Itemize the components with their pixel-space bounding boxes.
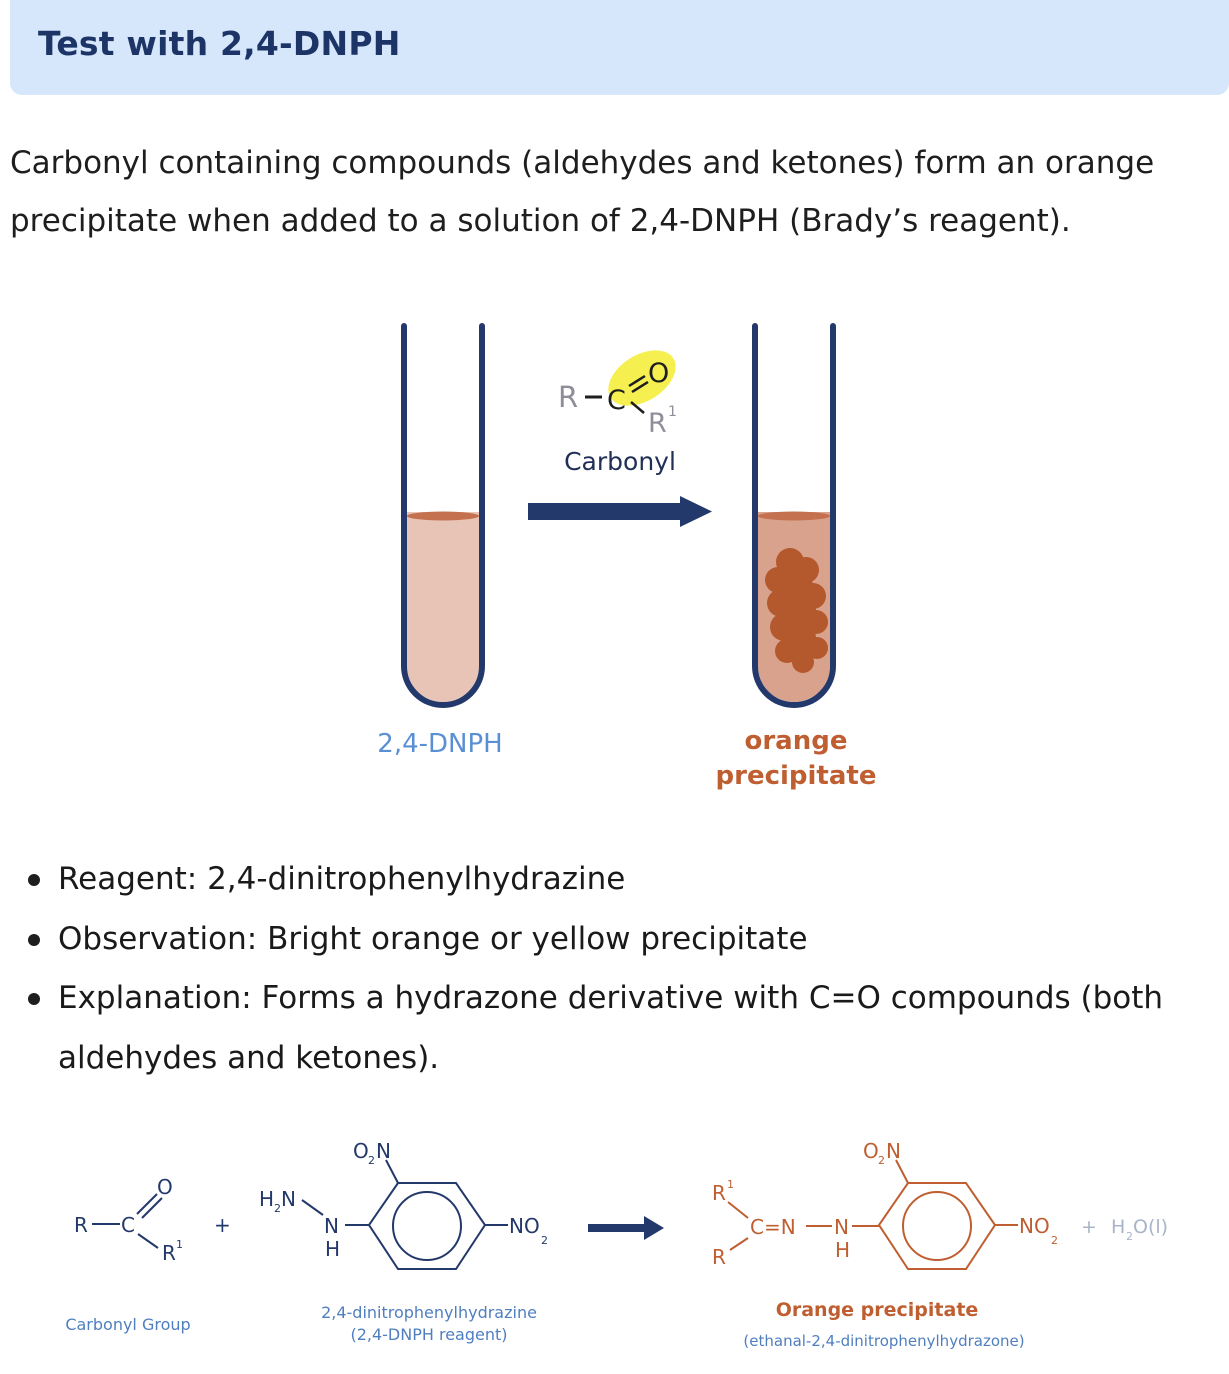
precipitate (765, 548, 828, 673)
formula-o: O (648, 358, 669, 389)
carbonyl-structure: R C O R 1 (74, 1175, 183, 1265)
section-header: Test with 2,4-DNPH (10, 0, 1229, 95)
dnph-nh-h: H (325, 1237, 340, 1261)
dnph-no2-sub: 2 (541, 1234, 548, 1247)
formula-r: R (558, 380, 578, 414)
formula-bond-cr1 (630, 401, 645, 414)
reagent-liquid (407, 512, 479, 702)
dnph-o2n-o: O (353, 1139, 369, 1163)
byproduct-plus: + (1081, 1216, 1097, 1238)
arrow-carbonyl-formula: R C O R 1 (558, 350, 677, 439)
formula-double-bond-b (631, 380, 649, 394)
product-o2n-sub: 2 (878, 1154, 885, 1167)
reagent-tube-glass (401, 323, 485, 708)
carbonyl-c: C (121, 1213, 135, 1237)
reaction-arrow (528, 496, 712, 527)
scheme-arrow (588, 1216, 664, 1240)
dnph-h2n-h: H (259, 1187, 274, 1211)
dnph-o2n-n: N (376, 1139, 391, 1163)
list-item: Explanation: Forms a hydrazone derivativ… (22, 969, 1212, 1088)
product-no2: NO (1019, 1214, 1050, 1238)
byproduct-sub: 2 (1126, 1230, 1133, 1243)
plus-sign: + (214, 1213, 231, 1237)
arrow-caption: Carbonyl (564, 447, 676, 476)
product-o2n-n: N (886, 1139, 901, 1163)
intro-paragraph: Carbonyl containing compounds (aldehydes… (10, 145, 1155, 239)
product-o2n-o: O (863, 1139, 879, 1163)
test-tube-figure: R C O R 1 Carbonyl 2,4-DNPH (377, 323, 877, 791)
reaction-scheme: R C O R 1 Carbonyl Group + O 2 N N H H 2… (65, 1139, 1168, 1350)
dnph-h2n-n: N (281, 1187, 296, 1211)
byproduct-water: + H 2 O(l) (1081, 1216, 1168, 1243)
dnph-nh-n: N (324, 1214, 339, 1238)
section-title: Test with 2,4-DNPH (38, 24, 401, 63)
carbonyl-caption: Carbonyl Group (65, 1315, 190, 1334)
list-item: Observation: Bright orange or yellow pre… (22, 910, 1212, 970)
carbonyl-r: R (74, 1213, 88, 1237)
dnph-caption-line1: 2,4-dinitrophenylhydrazine (321, 1303, 537, 1322)
dnph-h2n-sub: 2 (274, 1202, 281, 1215)
dnph-structure: O 2 N N H H 2 N NO 2 (259, 1139, 548, 1270)
product-tube-glass (752, 323, 836, 708)
product-meniscus (758, 511, 830, 521)
dnph-o2n-sub: 2 (368, 1154, 375, 1167)
product-r1: R (712, 1181, 726, 1205)
dnph-no2: NO (509, 1214, 540, 1238)
carbonyl-o: O (157, 1175, 173, 1199)
dnph-benzene-ring (367, 1182, 487, 1270)
product-nh-n: N (834, 1215, 849, 1239)
dnph-caption-line2: (2,4-DNPH reagent) (350, 1325, 507, 1344)
product-r1-sup: 1 (727, 1178, 734, 1191)
product-caption-line2: (ethanal-2,4-dinitrophenylhydrazone) (743, 1332, 1024, 1350)
reagent-meniscus (407, 511, 479, 521)
product-nh-h: H (835, 1238, 850, 1262)
product-cn: C=N (750, 1215, 796, 1239)
reagent-label: 2,4-DNPH (377, 729, 502, 759)
product-test-tube (752, 323, 836, 708)
product-label-line2: precipitate (716, 761, 877, 791)
formula-r1: R (648, 408, 667, 439)
carbonyl-r1-sup: 1 (176, 1238, 183, 1251)
product-r: R (712, 1245, 726, 1269)
byproduct-rest: O(l) (1133, 1216, 1168, 1238)
observation-list: Reagent: 2,4-dinitrophenylhydrazine Obse… (22, 850, 1212, 1088)
carbonyl-r1: R (162, 1241, 176, 1265)
byproduct-h: H (1111, 1216, 1125, 1238)
product-no2-sub: 2 (1051, 1234, 1058, 1247)
product-label-line1: orange (745, 726, 848, 756)
product-benzene-ring (877, 1182, 997, 1270)
reagent-test-tube (401, 323, 485, 708)
formula-c: C (607, 385, 626, 416)
list-item: Reagent: 2,4-dinitrophenylhydrazine (22, 850, 1212, 910)
product-caption-line1: Orange precipitate (776, 1299, 979, 1321)
formula-r1-sup: 1 (668, 404, 677, 420)
formula-double-bond-a (628, 374, 646, 388)
product-structure: R 1 C=N R N H O 2 N NO 2 (712, 1139, 1058, 1270)
